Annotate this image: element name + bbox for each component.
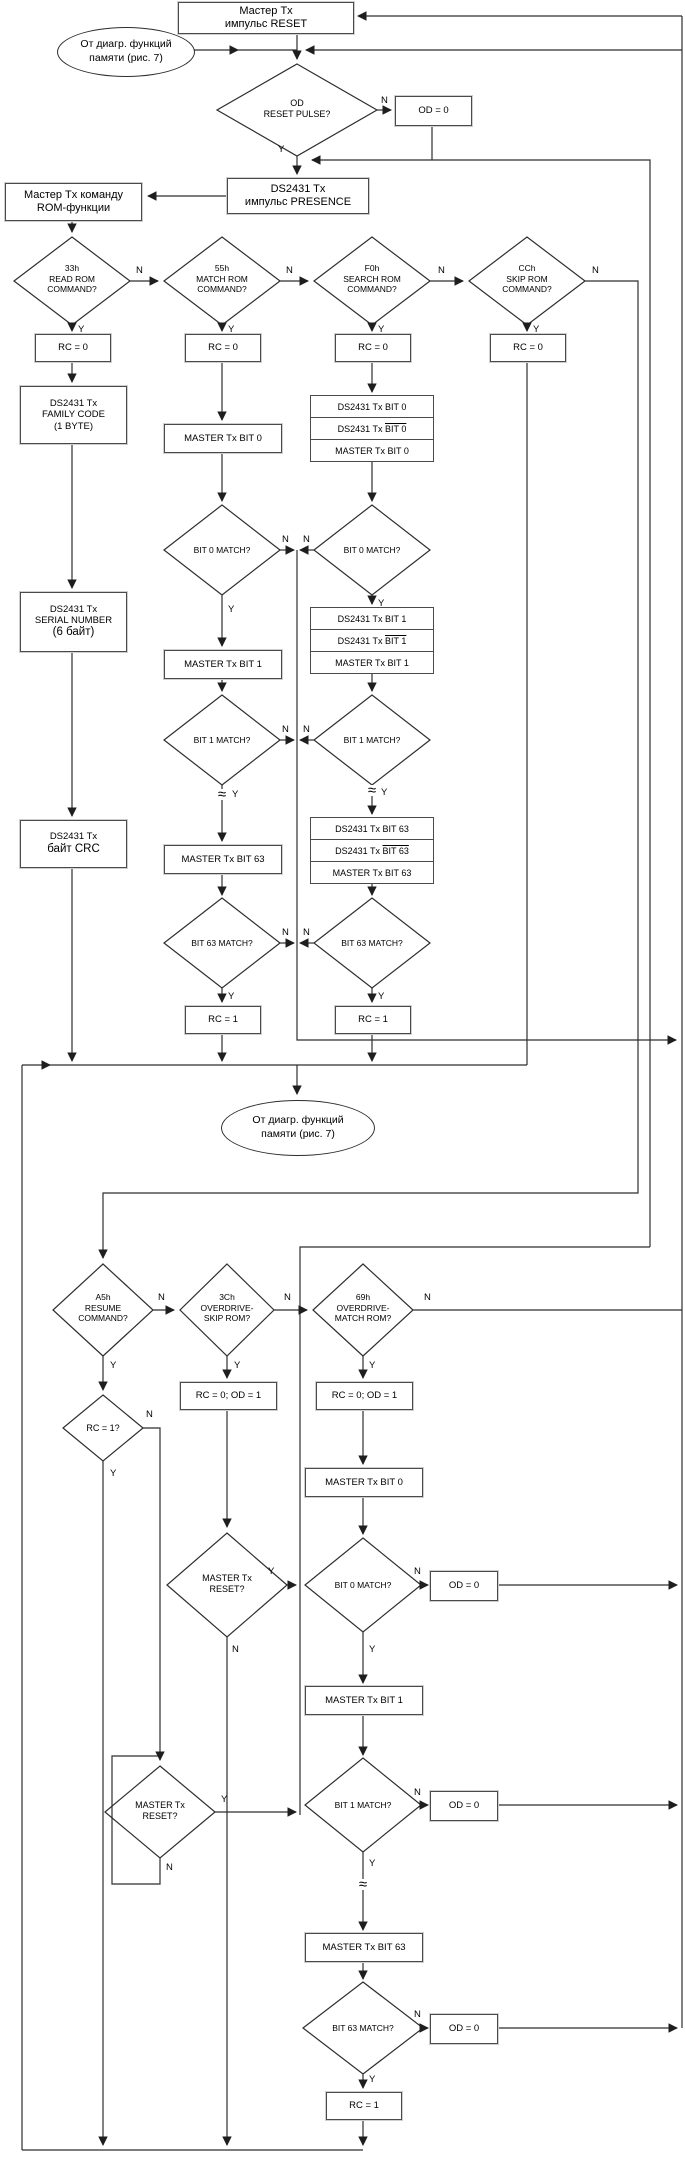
process-presence: DS2431 Tx импульс PRESENCE <box>227 178 369 214</box>
label-yes: Y <box>369 1644 376 1655</box>
label-no: N <box>381 95 388 106</box>
label-no: N <box>282 534 289 545</box>
decision-bit63-match-r: BIT 63 MATCH? <box>341 938 403 948</box>
label-no: N <box>286 265 293 276</box>
process-master-tx-reset: Мастер Tx импульс RESET <box>178 2 354 34</box>
process-rom-command: Мастер Tx команду ROM-функции <box>5 183 142 221</box>
process-od0-b: OD = 0 <box>430 1791 498 1821</box>
label-no: N <box>166 1862 173 1873</box>
label-yes: Y <box>533 324 540 335</box>
label-yes: Y <box>378 991 385 1002</box>
label-no: N <box>146 1409 153 1420</box>
process-search-bit1-stack: DS2431 Tx BIT 1 DS2431 Tx BIT 1 MASTER T… <box>310 607 434 674</box>
process-od-master-tx-bit1: MASTER Tx BIT 1 <box>305 1686 423 1715</box>
process-rc1-match: RC = 1 <box>185 1006 261 1034</box>
process-rc0-search: RC = 0 <box>335 334 411 362</box>
process-search-bit0-stack: DS2431 Tx BIT 0 DS2431 Tx BIT 0 MASTER T… <box>310 395 434 462</box>
process-rcod-match: RC = 0; OD = 1 <box>316 1382 413 1410</box>
label-yes: Y <box>268 1566 275 1577</box>
label-yes: Y <box>278 144 285 155</box>
process-od0-c: OD = 0 <box>430 2014 498 2044</box>
label-yes: Y <box>369 1360 376 1371</box>
label-yes: Y <box>110 1360 117 1371</box>
label-no: N <box>438 265 445 276</box>
process-od0-top: OD = 0 <box>395 96 472 126</box>
process-rc0-read: RC = 0 <box>35 334 111 362</box>
terminal-from-fig7-top: От диагр. функций памяти (рис. 7) <box>57 27 195 77</box>
label-no: N <box>303 534 310 545</box>
label-yes: Y <box>228 604 235 615</box>
process-od0-a: OD = 0 <box>430 1571 498 1601</box>
label-yes: Y <box>228 324 235 335</box>
decision-od-bit63-match: BIT 63 MATCH? <box>332 2023 394 2033</box>
decision-bit0-match-l: BIT 0 MATCH? <box>193 545 251 555</box>
label-no: N <box>303 724 310 735</box>
label-yes: Y <box>232 789 239 800</box>
decision-od-bit1-match: BIT 1 MATCH? <box>334 1800 392 1810</box>
label-yes: Y <box>369 2074 376 2085</box>
process-master-tx-bit63: MASTER Tx BIT 63 <box>164 845 282 874</box>
process-rc1-search: RC = 1 <box>335 1006 411 1034</box>
process-rcod-skip: RC = 0; OD = 1 <box>180 1382 277 1410</box>
label-no: N <box>414 2009 421 2020</box>
decision-od-reset-pulse: OD RESET PULSE? <box>263 98 331 120</box>
label-no: N <box>158 1292 165 1303</box>
break-symbol: ≈ <box>363 783 381 798</box>
decision-bit1-match-r: BIT 1 MATCH? <box>343 735 401 745</box>
break-symbol: ≈ <box>213 787 231 802</box>
label-no: N <box>303 927 310 938</box>
label-no: N <box>232 1644 239 1655</box>
label-yes: Y <box>369 1858 376 1869</box>
decision-bit0-match-r: BIT 0 MATCH? <box>343 545 401 555</box>
label-no: N <box>284 1292 291 1303</box>
decision-bit1-match-l: BIT 1 MATCH? <box>193 735 251 745</box>
label-yes: Y <box>378 598 385 609</box>
label-yes: Y <box>234 1360 241 1371</box>
label-no: N <box>414 1566 421 1577</box>
process-master-tx-bit0: MASTER Tx BIT 0 <box>164 424 282 453</box>
label-yes: Y <box>378 324 385 335</box>
label-no: N <box>282 927 289 938</box>
label-yes: Y <box>221 1794 228 1805</box>
process-search-bit63-stack: DS2431 Tx BIT 63 DS2431 Tx BIT 63 MASTER… <box>310 817 434 884</box>
process-master-tx-bit1: MASTER Tx BIT 1 <box>164 650 282 679</box>
label-yes: Y <box>228 991 235 1002</box>
label-yes: Y <box>381 787 388 798</box>
label-yes: Y <box>110 1468 117 1479</box>
process-rc1-odmatch: RC = 1 <box>326 2092 402 2120</box>
decision-bit63-match-l: BIT 63 MATCH? <box>191 938 253 948</box>
decision-rc1q: RC = 1? <box>86 1423 120 1433</box>
label-no: N <box>424 1292 431 1303</box>
process-rc0-skip: RC = 0 <box>490 334 566 362</box>
label-no: N <box>592 265 599 276</box>
label-no: N <box>282 724 289 735</box>
break-symbol: ≈ <box>354 1877 372 1892</box>
terminal-from-fig7-mid: От диагр. функций памяти (рис. 7) <box>221 1100 375 1156</box>
process-rc0-match: RC = 0 <box>185 334 261 362</box>
label-no: N <box>136 265 143 276</box>
decision-od-bit0-match: BIT 0 MATCH? <box>334 1580 392 1590</box>
process-od-master-tx-bit63: MASTER Tx BIT 63 <box>305 1933 423 1962</box>
process-od-master-tx-bit0: MASTER Tx BIT 0 <box>305 1468 423 1497</box>
label-no: N <box>414 1787 421 1798</box>
label-yes: Y <box>78 324 85 335</box>
